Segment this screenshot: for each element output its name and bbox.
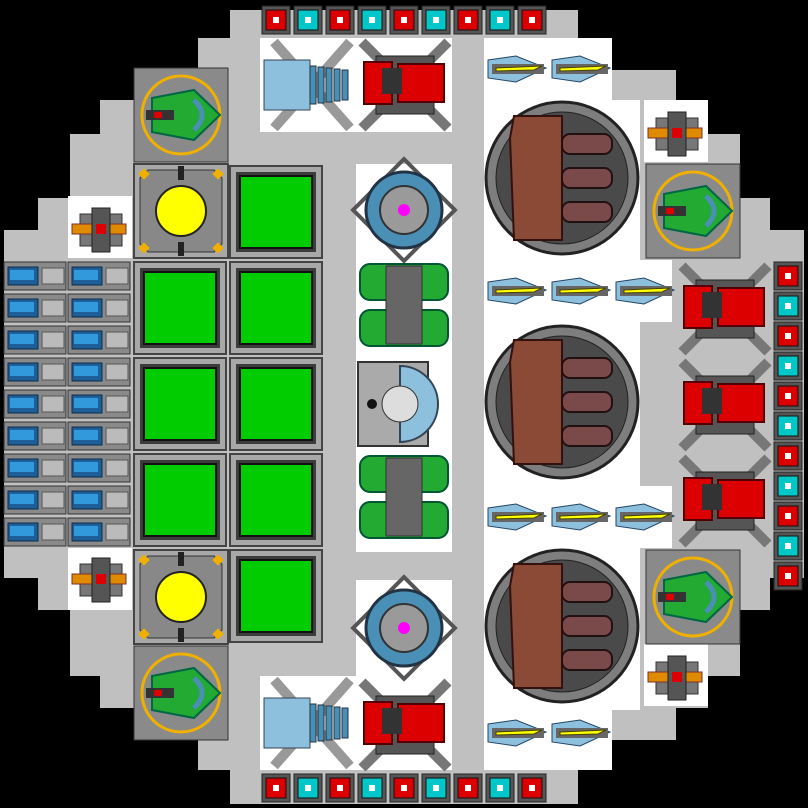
light-block-red[interactable] (773, 561, 803, 591)
green-fighter[interactable] (645, 163, 741, 259)
cargo-container[interactable] (133, 357, 227, 451)
orange-turret[interactable] (647, 655, 703, 701)
battery-cell[interactable] (3, 389, 67, 419)
heavy-cargo-drum[interactable] (484, 100, 640, 256)
light-block-cyan[interactable] (485, 5, 515, 35)
command-dome[interactable] (357, 361, 439, 447)
yellow-missile-rack[interactable] (487, 503, 548, 531)
light-block-red[interactable] (453, 5, 483, 35)
reactor-core[interactable] (133, 163, 229, 259)
hydroponic-tank[interactable] (359, 455, 449, 539)
yellow-missile-rack[interactable] (487, 277, 548, 305)
battery-cell[interactable] (3, 325, 67, 355)
blue-thruster[interactable] (263, 676, 354, 770)
light-block-cyan[interactable] (773, 531, 803, 561)
red-engine[interactable] (358, 678, 452, 772)
yellow-missile-rack[interactable] (551, 719, 612, 747)
yellow-missile-rack[interactable] (615, 277, 676, 305)
green-fighter[interactable] (645, 549, 741, 645)
battery-cell[interactable] (67, 453, 131, 483)
yellow-missile-rack[interactable] (551, 277, 612, 305)
battery-cell[interactable] (3, 261, 67, 291)
battery-cell[interactable] (67, 389, 131, 419)
battery-cell[interactable] (67, 421, 131, 451)
light-block-red[interactable] (773, 321, 803, 351)
light-block-cyan[interactable] (293, 773, 323, 803)
orange-turret[interactable] (71, 557, 127, 603)
green-fighter[interactable] (133, 645, 229, 741)
cargo-container[interactable] (133, 453, 227, 547)
cargo-container[interactable] (229, 357, 323, 451)
light-block-red[interactable] (261, 5, 291, 35)
yellow-missile-rack[interactable] (487, 719, 548, 747)
battery-cell[interactable] (3, 357, 67, 387)
light-block-cyan[interactable] (421, 5, 451, 35)
light-block-red[interactable] (517, 5, 547, 35)
battery-cell[interactable] (67, 517, 131, 547)
battery-cell[interactable] (3, 293, 67, 323)
light-block-cyan[interactable] (773, 411, 803, 441)
yellow-missile-rack[interactable] (551, 55, 612, 83)
light-block-cyan[interactable] (773, 291, 803, 321)
light-block-red[interactable] (453, 773, 483, 803)
battery-cell[interactable] (67, 357, 131, 387)
light-block-red[interactable] (261, 773, 291, 803)
light-block-red[interactable] (389, 5, 419, 35)
green-fighter[interactable] (133, 67, 229, 163)
light-block-cyan[interactable] (357, 5, 387, 35)
light-block-red[interactable] (517, 773, 547, 803)
light-block-red[interactable] (773, 381, 803, 411)
battery-cell[interactable] (3, 517, 67, 547)
cargo-container[interactable] (229, 453, 323, 547)
red-engine[interactable] (678, 262, 772, 356)
heavy-cargo-drum[interactable] (484, 324, 640, 480)
battery-cell[interactable] (67, 325, 131, 355)
light-block-cyan[interactable] (293, 5, 323, 35)
heavy-cargo-drum[interactable] (484, 548, 640, 704)
battery-cell[interactable] (67, 485, 131, 515)
yellow-missile-rack[interactable] (551, 503, 612, 531)
light-block-red[interactable] (325, 5, 355, 35)
red-engine[interactable] (678, 454, 772, 548)
light-block-cyan[interactable] (773, 351, 803, 381)
yellow-missile-rack[interactable] (487, 55, 548, 83)
light-block-red[interactable] (773, 441, 803, 471)
light-block-cyan[interactable] (421, 773, 451, 803)
cargo-container[interactable] (229, 165, 323, 259)
orange-turret[interactable] (71, 207, 127, 253)
yellow-missile-rack[interactable] (615, 503, 676, 531)
light-block-red[interactable] (773, 261, 803, 291)
reactor-core[interactable] (133, 549, 229, 645)
light-block-red[interactable] (389, 773, 419, 803)
orange-turret[interactable] (647, 111, 703, 157)
battery-cell[interactable] (67, 261, 131, 291)
cargo-container[interactable] (229, 549, 323, 643)
cargo-container[interactable] (133, 261, 227, 355)
light-block-cyan[interactable] (773, 471, 803, 501)
hydroponic-tank[interactable] (359, 263, 449, 347)
battery-cell[interactable] (3, 453, 67, 483)
battery-cell[interactable] (3, 485, 67, 515)
light-block-red[interactable] (325, 773, 355, 803)
red-engine[interactable] (358, 38, 452, 132)
blue-thruster[interactable] (263, 38, 354, 132)
light-block-cyan[interactable] (357, 773, 387, 803)
light-block-red[interactable] (773, 501, 803, 531)
battery-cell[interactable] (67, 293, 131, 323)
light-block-cyan[interactable] (485, 773, 515, 803)
cooling-fan[interactable] (350, 574, 458, 682)
cargo-container[interactable] (229, 261, 323, 355)
cooling-fan[interactable] (350, 156, 458, 264)
red-engine[interactable] (678, 358, 772, 452)
battery-cell[interactable] (3, 421, 67, 451)
